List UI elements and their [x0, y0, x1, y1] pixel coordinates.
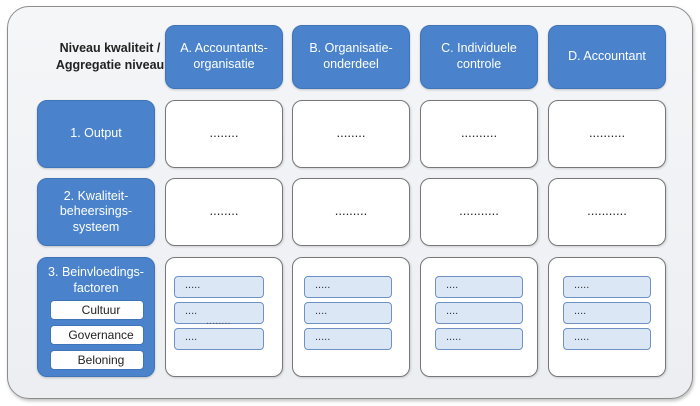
cell-system-a: ........ — [165, 178, 283, 246]
cell-output-d: .......... — [548, 100, 666, 168]
column-header-a-line-1: A. Accountants- — [180, 41, 268, 56]
cell-output-b-text: ........ — [336, 124, 366, 140]
row-header-system: 2. Kwaliteit- beheersings- systeem — [37, 178, 155, 246]
cell-factors-a: ..... .... .... ........ — [165, 257, 283, 377]
row-header-system-line-2: beheersings- — [59, 204, 133, 219]
cell-factors-c-item-3: ..... — [435, 328, 523, 350]
cell-factors-a-item-1: ..... — [174, 276, 264, 298]
corner-label-line-2: Aggregatie niveau — [55, 57, 165, 72]
cell-output-a-text: ........ — [209, 124, 239, 140]
cell-system-d-text: ........... — [587, 202, 627, 218]
row-header-factors: 3. Beinvloedings- factoren Cultuur Gover… — [37, 257, 155, 377]
cell-output-c-text: .......... — [460, 124, 498, 140]
row-header-factors-line-2: factoren — [73, 281, 119, 296]
cell-system-c: ........... — [420, 178, 538, 246]
row-header-factors-line-1: 3. Beinvloedings- — [48, 265, 144, 279]
cell-factors-a-item-2: .... — [174, 302, 264, 324]
cell-factors-a-item-3: .... — [174, 328, 264, 350]
cell-output-a: ........ — [165, 100, 283, 168]
cell-system-b: ......... — [292, 178, 410, 246]
row-header-output: 1. Output — [37, 100, 155, 168]
cell-system-a-text: ........ — [209, 202, 239, 218]
row-header-system-line-3: systeem — [72, 219, 120, 234]
cell-factors-d-item-3: ..... — [563, 328, 651, 350]
cell-factors-d-item-2: .... — [563, 302, 651, 324]
column-header-c-line-2: controle — [456, 57, 502, 71]
cell-output-d-text: .......... — [588, 124, 626, 140]
column-header-c: C. Individuele controle — [420, 25, 538, 89]
column-header-b-line-1: B. Organisatie- — [309, 41, 393, 56]
cell-output-b: ........ — [292, 100, 410, 168]
column-header-b-line-2: onderdeel — [323, 57, 379, 71]
factor-cultuur: Cultuur — [50, 300, 144, 320]
factor-beloning: Beloning — [50, 350, 144, 370]
cell-factors-c-item-2: .... — [435, 302, 523, 324]
cell-system-b-text: ......... — [334, 202, 368, 218]
column-header-c-line-1: C. Individuele — [441, 41, 517, 56]
column-header-a-line-2: organisatie — [193, 57, 255, 71]
cell-factors-a-overlay: ........ — [206, 315, 231, 327]
cell-system-c-text: ........... — [459, 202, 499, 218]
cell-factors-d-item-1: ..... — [563, 276, 651, 298]
cell-system-d: ........... — [548, 178, 666, 246]
cell-factors-c: .... .... ..... — [420, 257, 538, 377]
column-header-b: B. Organisatie- onderdeel — [292, 25, 410, 89]
corner-label-line-1: Niveau kwaliteit / — [59, 41, 161, 55]
cell-output-c: .......... — [420, 100, 538, 168]
cell-factors-b: ..... .... ..... — [292, 257, 410, 377]
cell-factors-b-item-1: ..... — [304, 276, 392, 298]
cell-factors-c-item-1: .... — [435, 276, 523, 298]
row-header-output-line-1: 1. Output — [70, 126, 122, 141]
row-header-factors-title: 3. Beinvloedings- factoren — [38, 264, 154, 297]
column-header-a: A. Accountants- organisatie — [165, 25, 283, 89]
column-header-d-line-1: D. Accountant — [568, 49, 646, 64]
column-header-d: D. Accountant — [548, 25, 666, 89]
cell-factors-b-item-2: .... — [304, 302, 392, 324]
corner-label: Niveau kwaliteit / Aggregatie niveau — [45, 40, 175, 74]
cell-factors-b-item-3: ..... — [304, 328, 392, 350]
row-header-system-line-1: 2. Kwaliteit- — [63, 188, 129, 203]
factor-governance: Governance — [50, 325, 144, 345]
cell-factors-d: ..... .... ..... — [548, 257, 666, 377]
